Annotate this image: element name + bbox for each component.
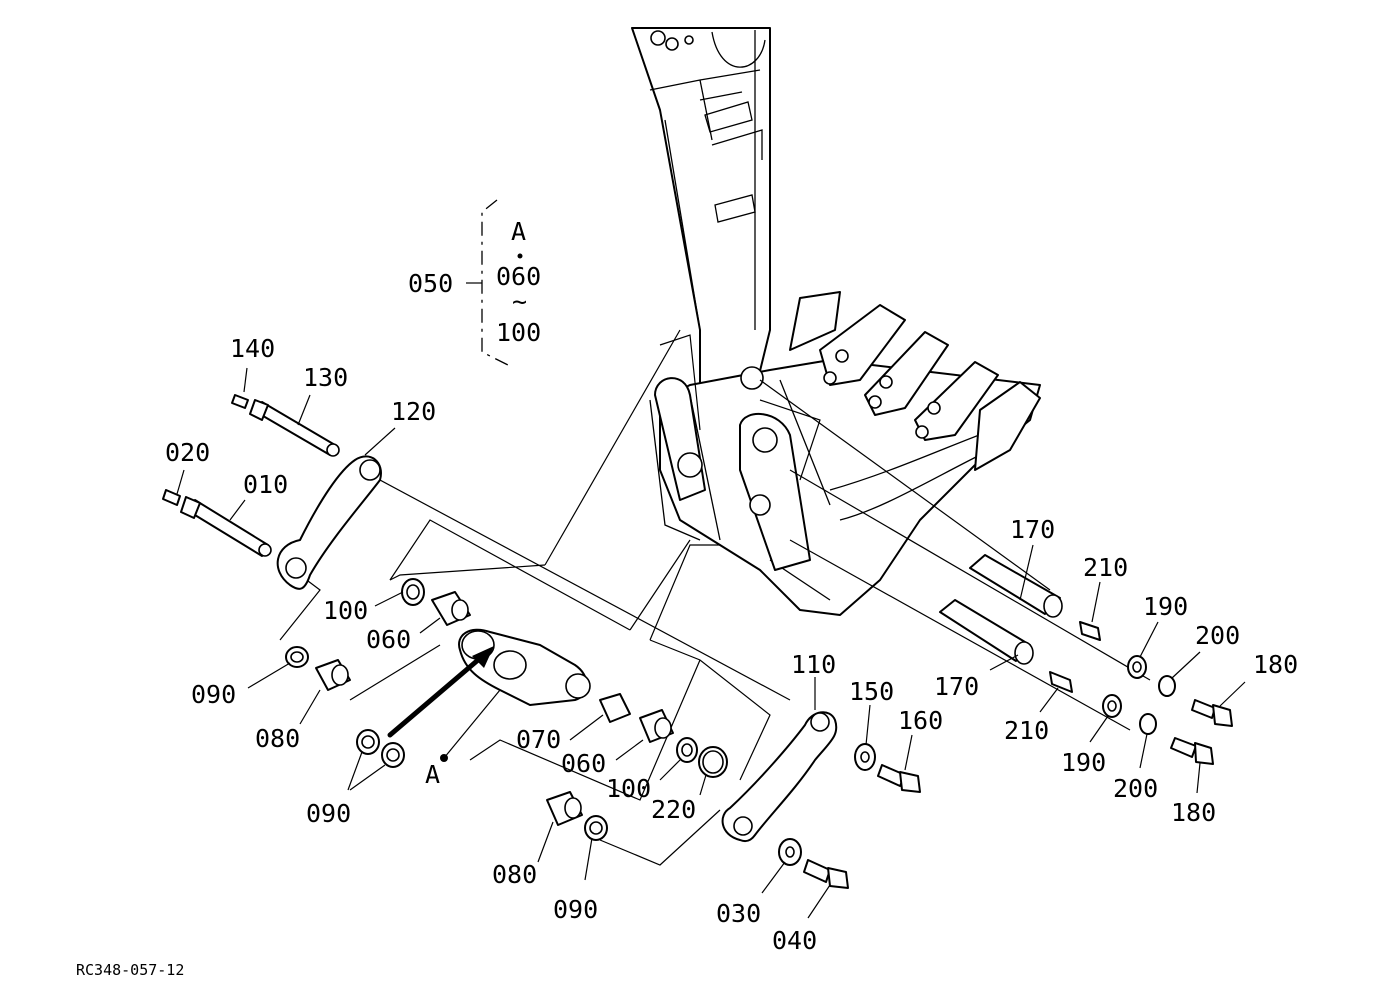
group-bracket: 050 A 060 ~ 100 <box>408 199 541 367</box>
detail-arrow <box>387 646 501 762</box>
bolt-160 <box>877 764 921 793</box>
group-range-symbol: ~ <box>512 287 527 316</box>
callout-060-right: 060 <box>561 749 606 778</box>
arm-assembly <box>631 27 771 441</box>
callout-030: 030 <box>716 899 761 928</box>
callout-210-lower: 210 <box>1004 716 1049 745</box>
group-main-label: 050 <box>408 269 453 298</box>
pin-170-lower <box>939 599 1034 665</box>
pin-130 <box>249 399 340 457</box>
callout-170-lower: 170 <box>934 672 979 701</box>
callout-leaders <box>176 367 1246 919</box>
bushing-060-right <box>639 709 674 743</box>
bushing-060-left <box>431 591 471 626</box>
callout-130: 130 <box>303 363 348 392</box>
washer-030 <box>778 838 802 866</box>
bolt-040 <box>803 859 849 889</box>
callout-170-upper: 170 <box>1010 515 1055 544</box>
callout-220: 220 <box>651 795 696 824</box>
drawing-reference: RC348-057-12 <box>76 961 184 979</box>
callout-060-left: 060 <box>366 625 411 654</box>
callout-190-lower: 190 <box>1061 748 1106 777</box>
callout-190-upper: 190 <box>1143 592 1188 621</box>
callout-150: 150 <box>849 677 894 706</box>
link-110 <box>721 711 838 843</box>
bolt-180-upper <box>1191 699 1233 727</box>
callout-200-lower: 200 <box>1113 774 1158 803</box>
callout-140: 140 <box>230 334 275 363</box>
callout-110: 110 <box>791 650 836 679</box>
washer-190-lower <box>1102 694 1122 718</box>
nut-200-lower <box>1139 713 1157 735</box>
link-assy-050 <box>458 628 591 706</box>
seal-090-d <box>584 815 608 841</box>
callout-labels: 140 130 120 020 010 100 060 090 080 090 … <box>165 334 1298 955</box>
bushing-080-right <box>546 791 583 826</box>
grease-fitting-020 <box>162 489 181 506</box>
bushing-070 <box>599 693 631 723</box>
callout-040: 040 <box>772 926 817 955</box>
callout-200-upper: 200 <box>1195 621 1240 650</box>
pin-010 <box>180 496 272 557</box>
callout-080-right: 080 <box>492 860 537 889</box>
callout-120: 120 <box>391 397 436 426</box>
callout-180-upper: 180 <box>1253 650 1298 679</box>
grease-fitting-210-upper <box>1079 621 1101 641</box>
group-item-060: 060 <box>496 262 541 291</box>
seal-090-b <box>356 729 380 755</box>
grease-fitting-210-lower <box>1049 671 1073 693</box>
callout-160: 160 <box>898 706 943 735</box>
nut-200-upper <box>1158 675 1176 697</box>
washer-190-upper <box>1127 655 1147 679</box>
callout-100-left: 100 <box>323 596 368 625</box>
seal-090-c <box>381 742 405 768</box>
callout-090-d: 090 <box>553 895 598 924</box>
callout-180-lower: 180 <box>1171 798 1216 827</box>
grease-fitting-140 <box>231 394 249 409</box>
callout-100-right: 100 <box>606 774 651 803</box>
bushing-080-left <box>315 659 351 691</box>
callout-a: A <box>425 760 440 789</box>
bolt-180-lower <box>1170 737 1214 765</box>
callout-210-upper: 210 <box>1083 553 1128 582</box>
callout-010: 010 <box>243 470 288 499</box>
group-item-a: A <box>511 217 526 246</box>
bucket <box>649 291 1041 616</box>
callout-090-bc: 090 <box>306 799 351 828</box>
ring-220 <box>698 746 728 778</box>
seal-100-right <box>676 737 698 763</box>
seal-090-a <box>285 646 309 668</box>
pin-170-upper <box>969 554 1063 618</box>
callout-080-left: 080 <box>255 724 300 753</box>
group-item-100: 100 <box>496 318 541 347</box>
link-120 <box>276 455 382 590</box>
washer-150 <box>854 743 876 771</box>
callout-020: 020 <box>165 438 210 467</box>
seal-100-left <box>401 578 425 606</box>
callout-090-a: 090 <box>191 680 236 709</box>
callout-070: 070 <box>516 725 561 754</box>
